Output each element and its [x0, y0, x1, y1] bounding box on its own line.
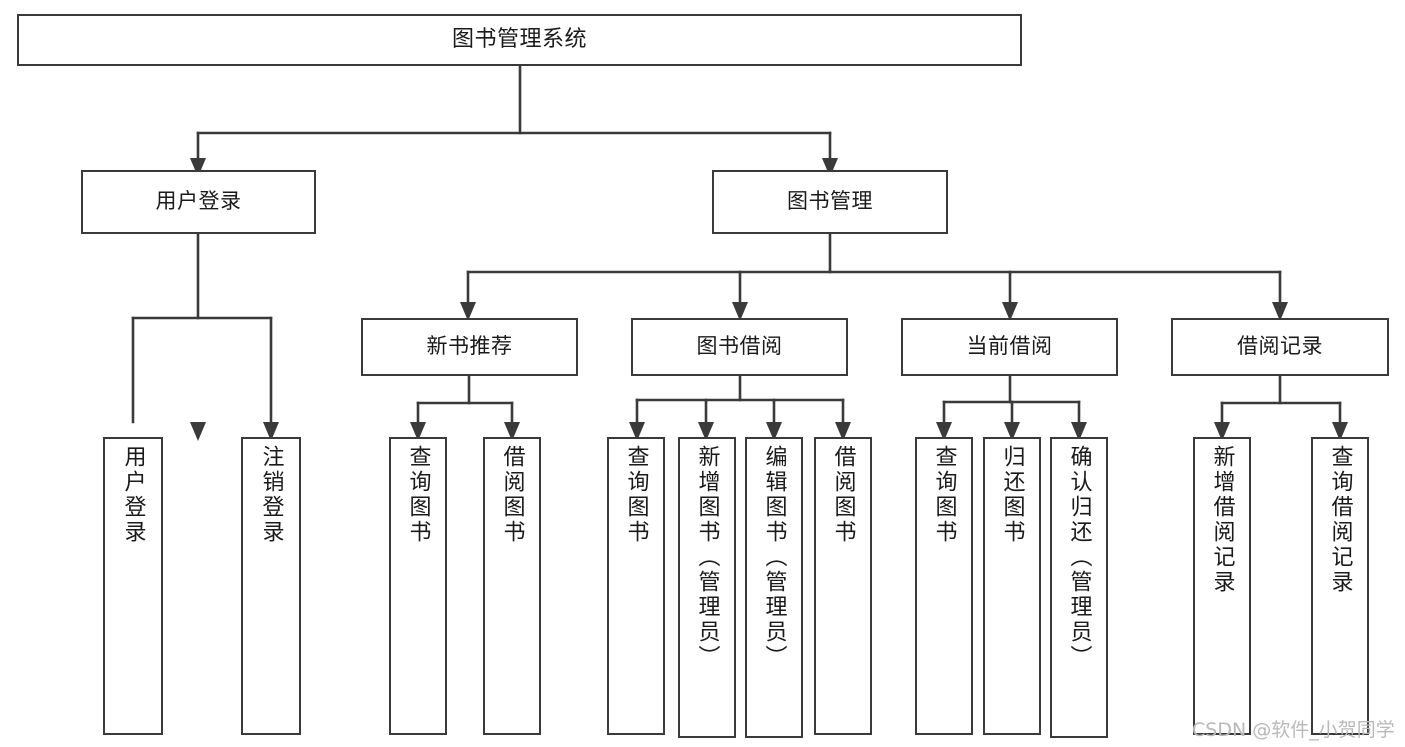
leaf-query-book-3-label: 查询图书	[931, 445, 957, 545]
watermark: CSDN @软件_小贺同学	[1192, 719, 1395, 741]
leaf-query-record-label: 查询借阅记录	[1327, 445, 1353, 595]
leaf-query-record[interactable]: 查询借阅记录	[1311, 437, 1369, 735]
leaf-return-book[interactable]: 归还图书	[983, 437, 1041, 735]
leaf-user-login-label: 用户登录	[120, 445, 146, 545]
node-current-borrow-label: 当前借阅	[966, 334, 1053, 359]
leaf-query-book-2[interactable]: 查询图书	[607, 437, 665, 735]
leaf-query-book-2-label: 查询图书	[623, 445, 649, 545]
leaf-user-logout-label: 注销登录	[258, 445, 284, 545]
node-book-manage-label: 图书管理	[787, 189, 873, 214]
node-new-book-recommend[interactable]: 新书推荐	[361, 318, 578, 376]
node-root[interactable]: 图书管理系统	[17, 14, 1022, 66]
leaf-borrow-book-2-label: 借阅图书	[830, 445, 856, 545]
node-book-borrow-label: 图书借阅	[696, 334, 783, 359]
leaf-add-book[interactable]: 新增图书（管理员）	[678, 437, 736, 738]
node-user-login-label: 用户登录	[155, 189, 242, 214]
node-root-label: 图书管理系统	[451, 26, 587, 52]
leaf-borrow-book-1-label: 借阅图书	[499, 445, 525, 545]
node-book-borrow[interactable]: 图书借阅	[631, 318, 848, 376]
node-borrow-record-label: 借阅记录	[1237, 334, 1323, 359]
leaf-borrow-book-2[interactable]: 借阅图书	[814, 437, 872, 735]
leaf-add-record-label: 新增借阅记录	[1209, 445, 1235, 595]
leaf-user-logout[interactable]: 注销登录	[241, 437, 301, 735]
leaf-query-book-3[interactable]: 查询图书	[915, 437, 973, 735]
node-current-borrow[interactable]: 当前借阅	[901, 318, 1118, 376]
node-user-login[interactable]: 用户登录	[81, 170, 316, 234]
leaf-confirm-return-label: 确认归还（管理员）	[1066, 445, 1092, 670]
node-new-book-recommend-label: 新书推荐	[426, 334, 513, 359]
leaf-edit-book-label: 编辑图书（管理员）	[761, 445, 787, 670]
leaf-confirm-return[interactable]: 确认归还（管理员）	[1050, 437, 1108, 738]
node-book-manage[interactable]: 图书管理	[712, 170, 948, 234]
leaf-add-record[interactable]: 新增借阅记录	[1193, 437, 1251, 735]
leaf-query-book-1-label: 查询图书	[405, 445, 431, 545]
leaf-return-book-label: 归还图书	[999, 445, 1025, 545]
leaf-query-book-1[interactable]: 查询图书	[389, 437, 447, 735]
leaf-borrow-book-1[interactable]: 借阅图书	[483, 437, 541, 735]
leaf-user-login[interactable]: 用户登录	[103, 437, 163, 735]
node-borrow-record[interactable]: 借阅记录	[1171, 318, 1389, 376]
leaf-add-book-label: 新增图书（管理员）	[694, 445, 720, 670]
leaf-edit-book[interactable]: 编辑图书（管理员）	[745, 437, 803, 738]
